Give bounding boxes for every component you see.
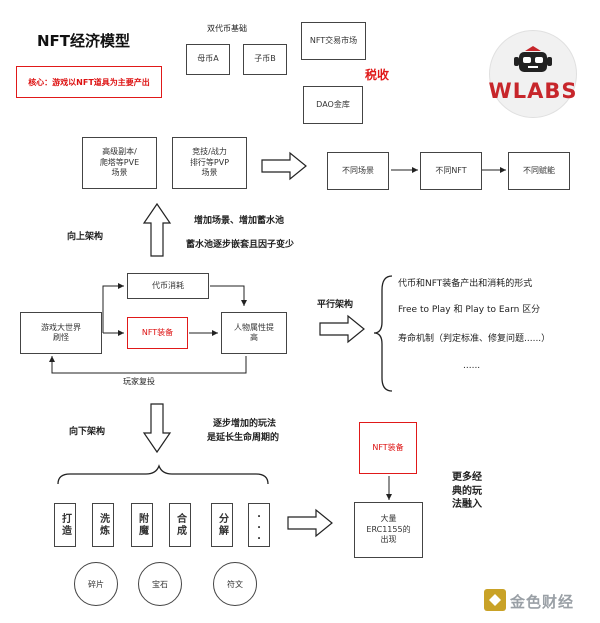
downward-label: 向下架构 — [69, 427, 106, 437]
arrow-world-token — [102, 283, 124, 333]
scene-box: 不同场景 — [327, 152, 389, 190]
nft-box: 不同NFT — [420, 152, 482, 190]
pvp-box: 竞技/战力 排行等PVP 场景 — [172, 137, 247, 189]
logo-text: WLABS — [488, 79, 578, 103]
replay-label: 玩家复投 — [123, 377, 155, 386]
token-consume-box: 代币消耗 — [127, 273, 209, 299]
nft-equip-box: NFT装备 — [127, 317, 188, 349]
robot-icon — [514, 46, 552, 72]
arrow-replay — [49, 356, 247, 374]
big-right-arrow-bottom — [287, 508, 333, 538]
nft-market-box: NFT交易市场 — [301, 22, 366, 60]
combine-box: 合成 — [169, 503, 191, 547]
erc1155-box: 大量 ERC1155的 出现 — [354, 502, 423, 558]
downward-note-1: 逐步增加的玩法 — [213, 419, 277, 429]
child-token-box: 子币B — [243, 44, 287, 75]
core-note: 核心：游戏以NFT道具为主要产出 — [16, 66, 162, 98]
world-box: 游戏大世界 刷怪 — [20, 312, 102, 354]
arrow-token-attr — [210, 285, 247, 306]
big-down-arrow — [142, 403, 172, 454]
parallel-item-4: ...... — [463, 361, 481, 371]
brace-bottom — [57, 464, 269, 485]
attr-box: 人物属性提 高 — [221, 312, 287, 354]
decompose-box: 分解 — [211, 503, 233, 547]
more-box: ... — [248, 503, 270, 547]
more-gameplay-note: 更多经 典的玩 法融入 — [452, 472, 482, 510]
dao-treasury-box: DAO金库 — [303, 86, 363, 124]
parallel-item-3: 寿命机制（判定标准、修复问题......） — [398, 334, 551, 344]
upward-label: 向上架构 — [67, 232, 104, 242]
watermark-logo-icon — [484, 589, 506, 611]
nft-equip-box-bottom: NFT装备 — [359, 422, 417, 474]
upward-note-1: 增加场景、增加蓄水池 — [194, 216, 285, 226]
wlabs-logo: WLABS — [489, 30, 577, 118]
enchant-box: 附魔 — [131, 503, 153, 547]
watermark-text: 金色财经 — [510, 593, 575, 611]
big-up-arrow — [142, 202, 172, 257]
brace-parallel — [373, 275, 393, 392]
parallel-label: 平行架构 — [317, 300, 354, 310]
parallel-item-1: 代币和NFT装备产出和消耗的形式 — [398, 279, 533, 289]
parallel-item-2: Free to Play 和 Play to Earn 区分 — [398, 305, 541, 315]
upward-note-2: 蓄水池逐步嵌套且因子变少 — [186, 240, 295, 250]
mother-token-box: 母币A — [186, 44, 230, 75]
big-right-arrow-mid — [319, 314, 365, 344]
page-title: NFT经济模型 — [37, 32, 131, 50]
fragment-circle: 碎片 — [74, 562, 118, 606]
ability-box: 不同赋能 — [508, 152, 570, 190]
dual-token-label: 双代币基础 — [207, 24, 247, 33]
big-right-arrow-top — [261, 151, 307, 181]
rune-circle: 符文 — [213, 562, 257, 606]
forge-box: 打造 — [54, 503, 76, 547]
tax-label: 税收 — [365, 68, 390, 82]
refine-box: 洗炼 — [92, 503, 114, 547]
pve-box: 高级副本/ 爬塔等PVE 场景 — [82, 137, 157, 189]
gem-circle: 宝石 — [138, 562, 182, 606]
downward-note-2: 是延长生命周期的 — [207, 433, 280, 443]
